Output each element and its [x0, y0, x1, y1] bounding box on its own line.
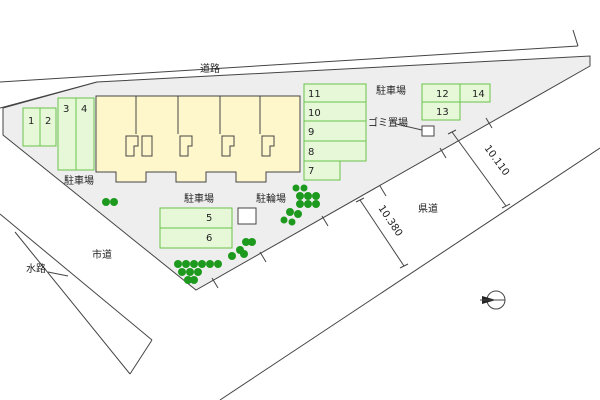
parking-space-3: 3 [63, 104, 69, 115]
prefectural-road-label: 県道 [418, 202, 438, 215]
parking-group-top-right: 12 14 13 [421, 83, 491, 121]
parking-right-label: 駐車場 [376, 84, 406, 97]
parking-center-label: 駐車場 [184, 192, 214, 205]
parking-group-right: 11 10 9 8 7 [303, 83, 367, 181]
garbage-area [395, 123, 435, 137]
parking-space-4: 4 [81, 104, 87, 115]
road-lines [0, 29, 600, 400]
garbage-label: ゴミ置場 [368, 116, 408, 129]
parking-space-8: 8 [308, 147, 314, 158]
parking-space-9: 9 [308, 127, 314, 138]
road-top-label: 道路 [200, 62, 220, 75]
waterway-label: 水路 [26, 262, 46, 275]
north-arrow-icon [480, 290, 506, 310]
dimension-right: 10.110 [482, 143, 511, 178]
parking-space-13: 13 [436, 107, 449, 118]
city-road-label: 市道 [92, 248, 112, 261]
parking-space-2: 2 [45, 116, 51, 127]
parking-space-7: 7 [308, 166, 314, 177]
parking-space-10: 10 [308, 108, 321, 119]
dimension-lines [355, 129, 511, 269]
bicycle-parking-box [237, 207, 257, 225]
parking-space-5: 5 [206, 213, 212, 224]
parking-space-1: 1 [28, 116, 34, 127]
parking-space-14: 14 [472, 89, 485, 100]
waterway-leader [47, 271, 69, 277]
bicycle-label: 駐輪場 [256, 192, 286, 205]
parking-space-11: 11 [308, 89, 321, 100]
dimension-bottom: 10.380 [376, 204, 405, 239]
parking-group-center: 5 6 [159, 207, 233, 249]
trees [102, 184, 320, 284]
parking-space-12: 12 [436, 89, 449, 100]
building [95, 95, 301, 183]
parking-group-left: 1 2 3 4 [22, 97, 95, 171]
parking-left-label: 駐車場 [64, 174, 94, 187]
boundary-ticks [211, 117, 493, 289]
parking-space-6: 6 [206, 233, 212, 244]
